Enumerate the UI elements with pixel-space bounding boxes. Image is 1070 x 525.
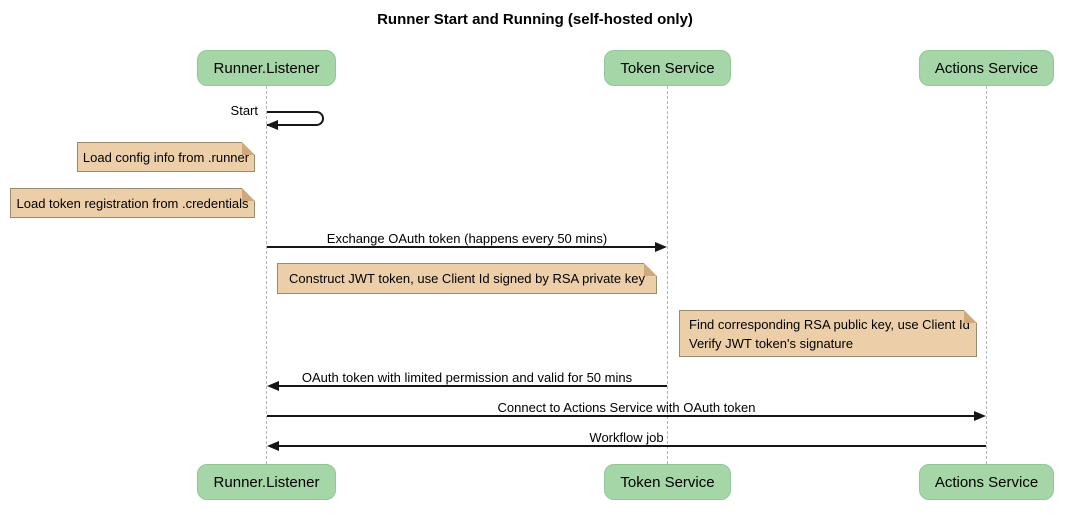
message-workflow-job-line	[278, 445, 986, 447]
participant-label: Token Service	[620, 59, 715, 77]
participant-label: Token Service	[620, 473, 715, 491]
message-start-label: Start	[230, 103, 258, 118]
message-exchange-oauth-label: Exchange OAuth token (happens every 50 m…	[326, 231, 608, 246]
arrowhead-right-icon	[655, 242, 667, 252]
participant-runner-listener-bottom: Runner.Listener	[197, 464, 336, 500]
note-construct-jwt: Construct JWT token, use Client Id signe…	[277, 263, 657, 294]
participant-token-service-bottom: Token Service	[604, 464, 731, 500]
note-text-line2: Verify JWT token's signature	[689, 335, 854, 351]
message-connect-actions-line	[267, 415, 974, 417]
arrowhead-left-icon	[267, 441, 279, 451]
note-text-line1: Find corresponding RSA public key, use C…	[689, 316, 970, 332]
message-oauth-return-line	[278, 385, 667, 387]
arrowhead-left-icon	[267, 381, 279, 391]
participant-label: Runner.Listener	[213, 473, 320, 491]
message-connect-actions-label: Connect to Actions Service with OAuth to…	[497, 400, 756, 415]
note-fold-icon	[242, 188, 255, 201]
arrowhead-right-icon	[974, 411, 986, 421]
message-workflow-job-label: Workflow job	[589, 430, 664, 445]
arrowhead-left-icon	[266, 120, 278, 130]
lifeline-runner-listener	[266, 86, 267, 464]
lifeline-token-service	[667, 86, 668, 464]
message-oauth-return-label: OAuth token with limited permission and …	[301, 370, 633, 385]
message-exchange-oauth-line	[267, 246, 657, 248]
note-text: Load token registration from .credential…	[16, 195, 249, 211]
note-text: Construct JWT token, use Client Id signe…	[289, 271, 645, 286]
note-fold-icon	[644, 263, 657, 276]
participant-label: Actions Service	[934, 473, 1039, 491]
note-load-credentials: Load token registration from .credential…	[10, 188, 255, 218]
participant-label: Runner.Listener	[213, 59, 320, 77]
note-load-config: Load config info from .runner	[77, 142, 255, 172]
participant-actions-service-top: Actions Service	[919, 50, 1054, 86]
note-verify-jwt: Find corresponding RSA public key, use C…	[679, 310, 977, 357]
participant-label: Actions Service	[934, 59, 1039, 77]
participant-runner-listener-top: Runner.Listener	[197, 50, 336, 86]
note-fold-icon	[242, 142, 255, 155]
diagram-title: Runner Start and Running (self-hosted on…	[377, 11, 693, 28]
participant-actions-service-bottom: Actions Service	[919, 464, 1054, 500]
message-start-self-loop	[267, 111, 324, 126]
note-text: Load config info from .runner	[82, 149, 250, 165]
participant-token-service-top: Token Service	[604, 50, 731, 86]
note-fold-icon	[964, 310, 977, 323]
lifeline-actions-service	[986, 86, 987, 464]
